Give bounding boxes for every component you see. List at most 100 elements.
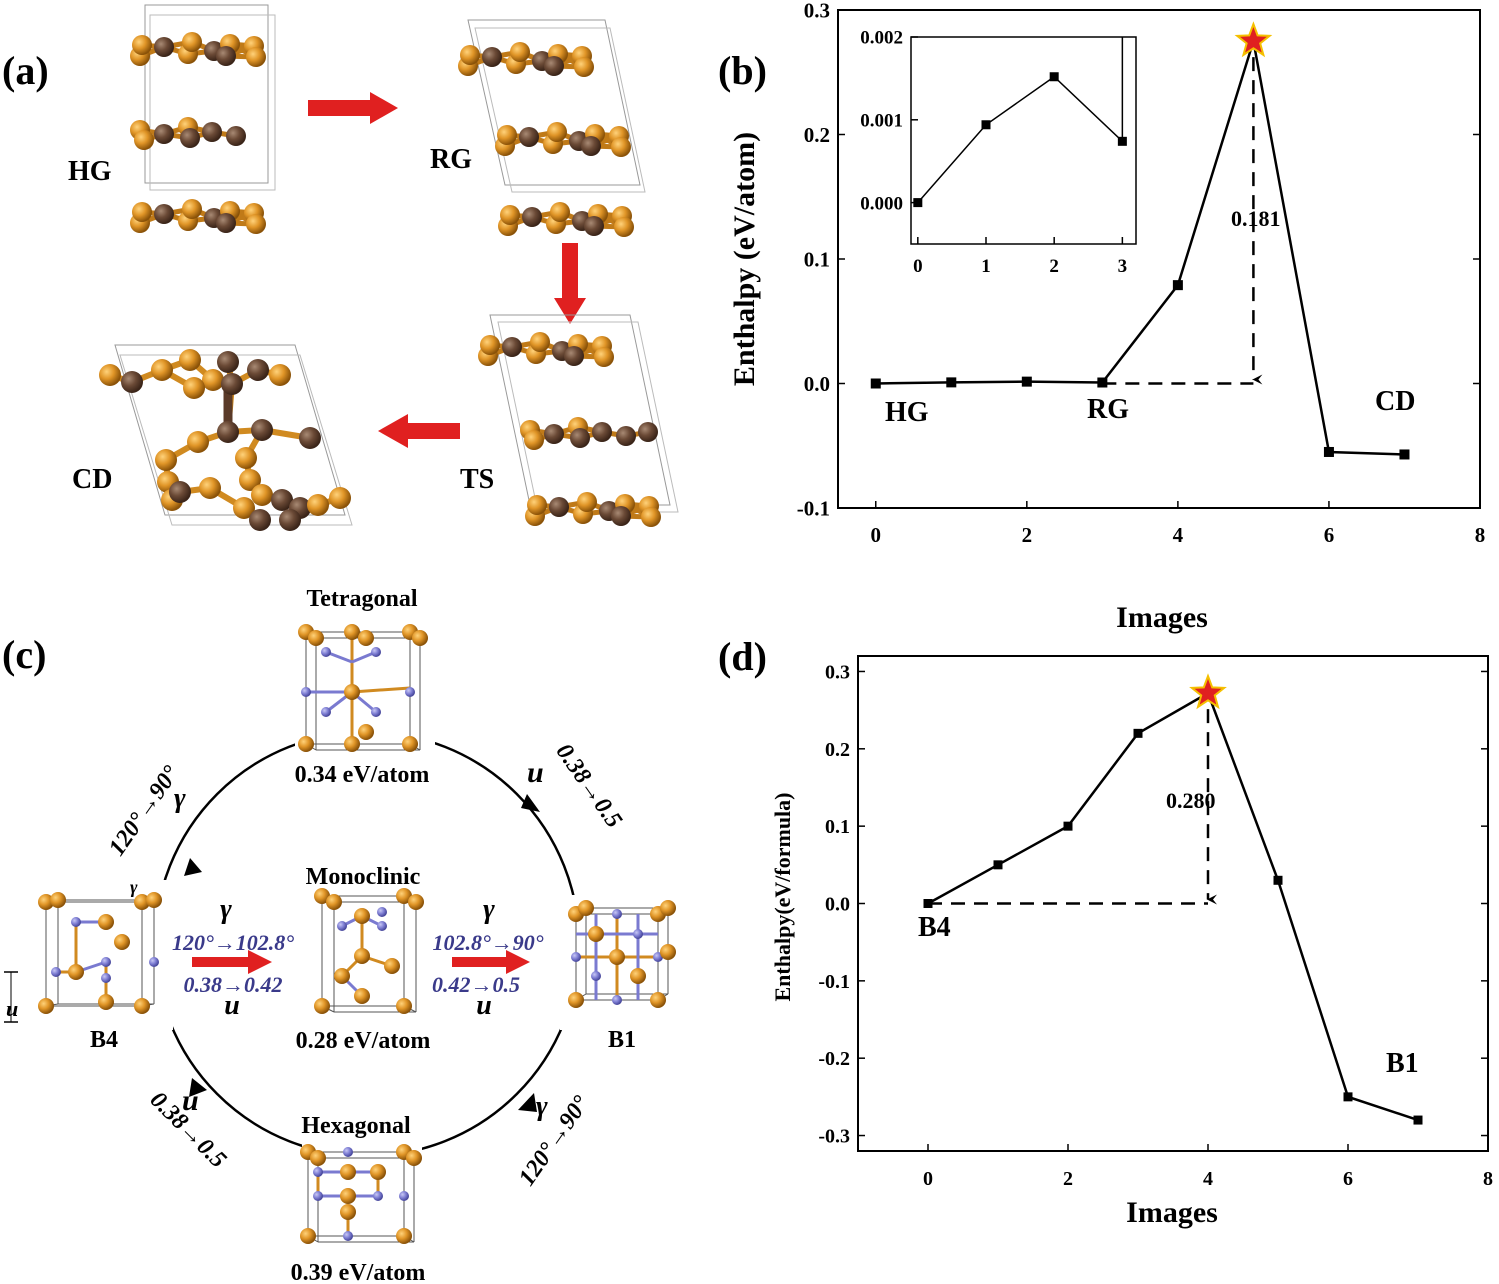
- path-top-right-var: u: [527, 756, 544, 789]
- carbon-atom-orange: [510, 42, 530, 62]
- mid-left-u-range: 0.38→0.42: [184, 972, 283, 997]
- atom-orange: [114, 934, 130, 950]
- carbon-atom-orange: [574, 57, 594, 77]
- atom-orange: [50, 892, 66, 908]
- atom-orange: [354, 988, 370, 1004]
- phase-structures: [38, 624, 676, 1244]
- atom-orange: [98, 914, 114, 930]
- d-xtick-label-2: 4: [1203, 1168, 1213, 1190]
- atom-orange: [660, 944, 676, 960]
- atom-orange: [660, 900, 676, 916]
- atom-orange: [354, 908, 370, 924]
- carbon-atom-brown: [592, 422, 612, 442]
- carbon-atom-orange: [99, 364, 121, 386]
- b-xtick-label-4: 8: [1475, 523, 1486, 547]
- carbon-atom-brown: [482, 47, 502, 67]
- atom-orange: [298, 736, 314, 752]
- structure-ts: TS: [460, 314, 679, 527]
- atom-blue: [149, 957, 159, 967]
- cycle-arrow-bottom-left: [189, 1078, 207, 1097]
- carbon-atom-brown: [226, 126, 246, 146]
- phase-name-b4: B4: [90, 1027, 118, 1053]
- carbon-atom-brown: [570, 428, 590, 448]
- atom-orange: [578, 900, 594, 916]
- carbon-atom-orange: [614, 217, 634, 237]
- carbon-atom-brown: [271, 489, 293, 511]
- carbon-atom-brown: [544, 56, 564, 76]
- d-point-2: [1063, 821, 1073, 831]
- structure-label-hg: HG: [68, 156, 112, 187]
- carbon-atom-orange: [239, 469, 261, 491]
- b-transition-state-star: [1234, 21, 1273, 58]
- carbon-atom-orange: [179, 349, 201, 371]
- carbon-atom-orange: [235, 447, 257, 469]
- atom-orange: [314, 998, 330, 1014]
- b-point-6: [1323, 446, 1334, 457]
- b-inset-point-2: [1049, 72, 1059, 82]
- carbon-atom-brown: [564, 346, 584, 366]
- carbon-atom-brown: [549, 497, 569, 517]
- atom-orange: [412, 630, 428, 646]
- b-ytick-label-1: 0.0: [804, 372, 830, 396]
- carbon-atom-brown: [616, 426, 636, 446]
- path-top-right-range: 0.38→0.5: [551, 739, 627, 833]
- carbon-atom-brown: [581, 136, 601, 156]
- b-inset-xtick-label-1: 1: [981, 256, 991, 277]
- atom-orange: [630, 968, 646, 984]
- atom-orange: [134, 998, 150, 1014]
- d-ytick-label-2: -0.1: [818, 971, 850, 993]
- d-point-5: [1273, 875, 1283, 885]
- b-ytick-label-0: -0.1: [797, 496, 830, 520]
- cycle-arrow-bottom-right: [518, 1093, 537, 1112]
- carbon-atom-brown: [584, 216, 604, 236]
- carbon-atom-orange: [246, 47, 266, 67]
- chart-b-ylabel: Enthalpy (eV/atom): [728, 132, 761, 386]
- cycle-arrow-top-left: [184, 858, 202, 876]
- atom-orange: [314, 888, 330, 904]
- atom-blue: [373, 1191, 383, 1201]
- phase-energy-monoclinic: 0.28 eV/atom: [296, 1028, 431, 1054]
- d-xtick-label-1: 2: [1063, 1168, 1073, 1190]
- atom-orange: [344, 736, 360, 752]
- carbon-atom-brown: [249, 509, 271, 531]
- carbon-atom-orange: [183, 377, 205, 399]
- structure-b4: [38, 892, 162, 1014]
- carbon-atom-orange: [524, 430, 544, 450]
- carbon-atom-orange: [530, 332, 550, 352]
- chart-b-inset-frame: [910, 36, 1137, 245]
- atom-blue: [377, 907, 387, 917]
- b-point-2: [1021, 376, 1032, 387]
- structure-rg: RG: [430, 19, 646, 237]
- b-inset-series-line: [917, 75, 1123, 204]
- carbon-atom-orange: [187, 431, 209, 453]
- d-ytick-label-0: -0.3: [818, 1126, 850, 1148]
- chart-b-barrier-label: 0.181: [1231, 206, 1281, 231]
- carbon-atom-orange: [182, 199, 202, 219]
- atom-blue: [51, 967, 61, 977]
- b-point-7: [1399, 449, 1410, 460]
- d-ytick-label-5: 0.2: [825, 739, 850, 761]
- mid-left-gamma: γ: [220, 894, 232, 925]
- carbon-atom-orange: [577, 492, 597, 512]
- carbon-atom-brown: [217, 421, 239, 443]
- atom-blue: [377, 921, 387, 931]
- arrow-b4-to-monoclinic: [192, 950, 272, 974]
- chart-d-xlabel: Images: [1126, 1196, 1218, 1229]
- carbon-atom-orange: [182, 32, 202, 52]
- atom-orange: [406, 1150, 422, 1166]
- structure-hg: HG: [68, 4, 276, 234]
- phase-name-tetragonal: Tetragonal: [306, 586, 417, 612]
- atom-blue: [301, 687, 311, 697]
- structure-label-ts: TS: [460, 464, 494, 495]
- carbon-atom-orange: [500, 205, 520, 225]
- path-bottom-right-var: γ: [536, 1091, 548, 1122]
- carbon-atom-brown: [522, 207, 542, 227]
- atom-blue: [371, 647, 381, 657]
- carbon-atom-brown: [154, 37, 174, 57]
- phase-name-monoclinic: Monoclinic: [306, 864, 421, 890]
- atom-blue: [399, 1191, 409, 1201]
